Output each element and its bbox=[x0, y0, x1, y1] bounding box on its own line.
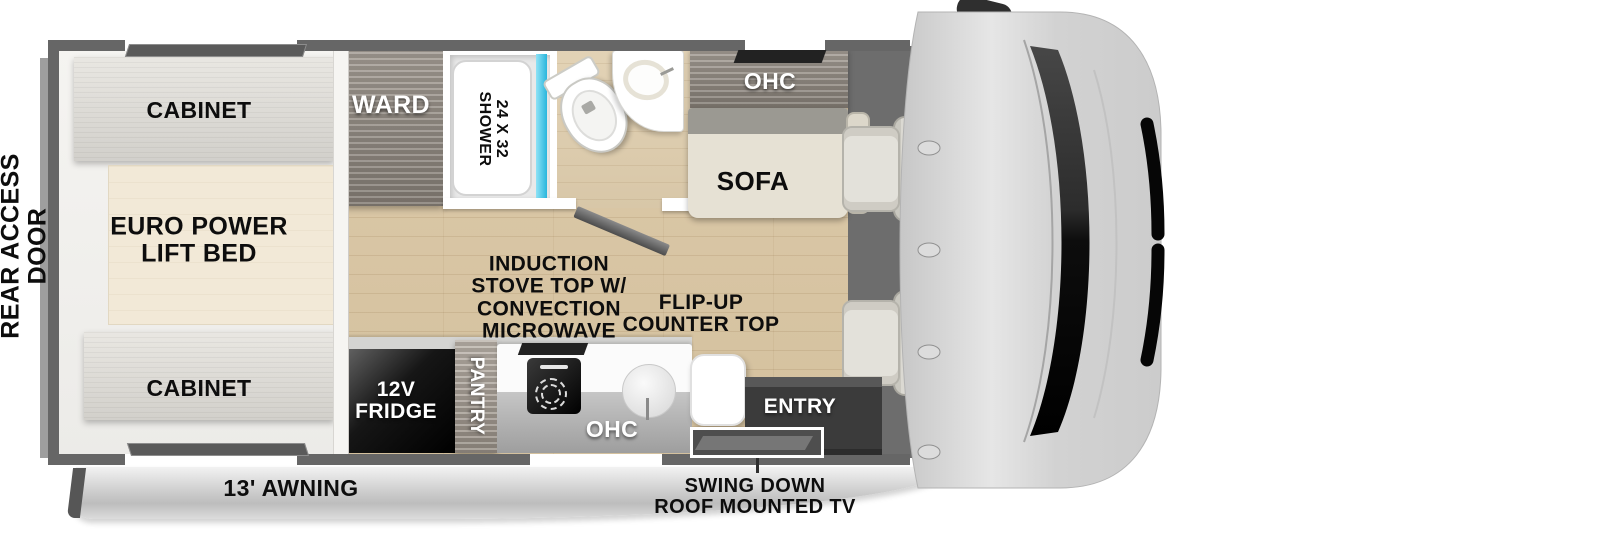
window-front-top bbox=[745, 40, 825, 51]
windshield bbox=[1030, 46, 1090, 436]
rear-door-label: REAR ACCESS DOOR bbox=[0, 153, 51, 339]
tv-pointer-line bbox=[756, 458, 759, 473]
cabinet-bottom-label: CABINET bbox=[146, 374, 252, 401]
bath-wall bbox=[443, 198, 576, 209]
shower-label: 24 X 32 SHOWER bbox=[476, 91, 510, 167]
cabinet-bottom bbox=[84, 332, 334, 420]
seat1-cushion bbox=[842, 126, 900, 212]
cooktop bbox=[527, 358, 581, 414]
roof-vent-living bbox=[733, 50, 827, 63]
euro-lift-bed bbox=[108, 165, 336, 325]
fridge bbox=[337, 349, 455, 453]
mirror-top bbox=[956, 0, 1013, 29]
stove-note-label: INDUCTION STOVE TOP W/ CONVECTION MICROW… bbox=[471, 252, 627, 343]
cooktop-burner-inner bbox=[541, 384, 561, 404]
kitchen-faucet bbox=[646, 398, 649, 420]
shower-pan bbox=[452, 60, 532, 196]
cab-panel-seam bbox=[1023, 39, 1054, 443]
wardrobe-label: WARD bbox=[352, 90, 430, 119]
pantry bbox=[455, 340, 497, 453]
awning-label: 13' AWNING bbox=[223, 474, 359, 501]
cooktop-handle bbox=[540, 365, 568, 369]
front-trim-lower bbox=[1140, 243, 1165, 367]
tv-callout-box bbox=[690, 427, 824, 458]
window-rear-bottom bbox=[125, 454, 297, 465]
pantry-label: PANTRY bbox=[466, 356, 488, 436]
shower-glass bbox=[536, 54, 547, 202]
mirror-bottom bbox=[956, 446, 1012, 480]
cabinet-top bbox=[74, 57, 334, 161]
front-trim-upper bbox=[1140, 117, 1165, 241]
sofa-back bbox=[688, 108, 848, 134]
roof-vent-bedroom-top bbox=[124, 44, 308, 57]
window-galley-bottom bbox=[530, 454, 662, 465]
ohc-living-label: OHC bbox=[743, 67, 797, 94]
fridge-label: 12V FRIDGE bbox=[355, 377, 437, 423]
bath-wall-stub bbox=[662, 198, 692, 211]
bed-label: EURO POWER LIFT BED bbox=[110, 212, 288, 267]
ohc-kitchen-label: OHC bbox=[585, 415, 639, 442]
coach-walls bbox=[48, 40, 910, 465]
roof-vent-bedroom-bottom bbox=[126, 443, 310, 456]
roof-vent-kitchen bbox=[517, 343, 589, 355]
counter-note-label: FLIP-UP COUNTER TOP bbox=[622, 290, 780, 336]
cabinet-top-label: CABINET bbox=[146, 96, 252, 123]
hood-seam bbox=[1093, 69, 1118, 419]
cooktop-burner bbox=[535, 378, 567, 410]
seat2-cushion bbox=[842, 300, 900, 386]
sofa-label: SOFA bbox=[716, 166, 790, 197]
tv-shape bbox=[694, 436, 814, 450]
kitchen-sink bbox=[622, 364, 676, 418]
bedroom-partition-wall bbox=[333, 46, 349, 458]
sofa bbox=[688, 108, 848, 218]
entry-label: ENTRY bbox=[763, 394, 837, 418]
wardrobe bbox=[345, 46, 443, 206]
rear-door-stripe bbox=[40, 58, 49, 458]
tv-label: SWING DOWN ROOF MOUNTED TV bbox=[654, 474, 856, 518]
